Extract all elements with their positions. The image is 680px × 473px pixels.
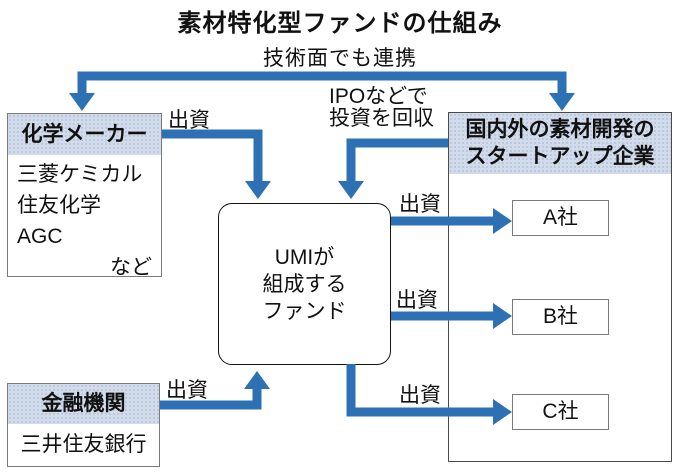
investment-label-company-a: 出資 [399, 193, 441, 216]
investment-label-company-b: 出資 [396, 289, 438, 312]
investment-label-financial: 出資 [166, 379, 208, 402]
list-item: AGC [17, 225, 63, 248]
ipo-return-line1: IPOなどで [329, 85, 428, 108]
investment-label-company-c: 出資 [399, 384, 441, 407]
company-c-box: C社 [512, 394, 609, 430]
arrowhead-down-startups [549, 93, 575, 111]
fund-label-line1: UMIが [274, 245, 335, 269]
list-item: 三菱ケミカル [17, 163, 143, 186]
arrowhead-down-fund-right [338, 181, 364, 199]
startups-header-line1: 国内外の素材開発の [465, 118, 655, 141]
arrow-ipo-return [346, 138, 448, 183]
page-title: 素材特化型ファンドの仕組み [177, 10, 503, 37]
financial-institutions-header: 金融機関 [8, 384, 159, 424]
ipo-return-line2: 投資を回収 [329, 107, 434, 130]
startups-header: 国内外の素材開発の スタートアップ企業 [449, 113, 671, 174]
chemical-makers-header: 化学メーカー [8, 114, 161, 155]
arrow-chem-to-fund [162, 129, 263, 183]
startups-header-line2: スタートアップ企業 [465, 145, 655, 168]
investment-label-chemical: 出資 [168, 109, 210, 132]
company-b-box: B社 [512, 299, 609, 335]
fund-label-line2: 組成する [262, 272, 347, 296]
financial-institutions-box: 金融機関 三井住友銀行 [7, 383, 160, 467]
arrow-tech-alliance [77, 71, 567, 97]
umi-fund-box: UMIが 組成する ファンド [218, 203, 391, 365]
fund-label-line3: ファンド [262, 299, 347, 323]
chemical-makers-list: 三菱ケミカル 住友化学 AGC など [8, 155, 161, 283]
arrowhead-up-fund [244, 371, 270, 389]
list-item: 住友化学 [17, 194, 101, 217]
financial-institution-item: 三井住友銀行 [20, 433, 147, 456]
etc-label: など [110, 256, 152, 279]
arrowhead-down-chemical [69, 93, 95, 111]
ipo-return-label: IPOなどで 投資を回収 [329, 86, 434, 130]
arrowhead-down-fund-left [245, 181, 271, 199]
company-a-box: A社 [512, 200, 609, 236]
tech-alliance-label: 技術面でも連携 [263, 47, 417, 70]
chemical-makers-box: 化学メーカー 三菱ケミカル 住友化学 AGC など [7, 113, 162, 279]
